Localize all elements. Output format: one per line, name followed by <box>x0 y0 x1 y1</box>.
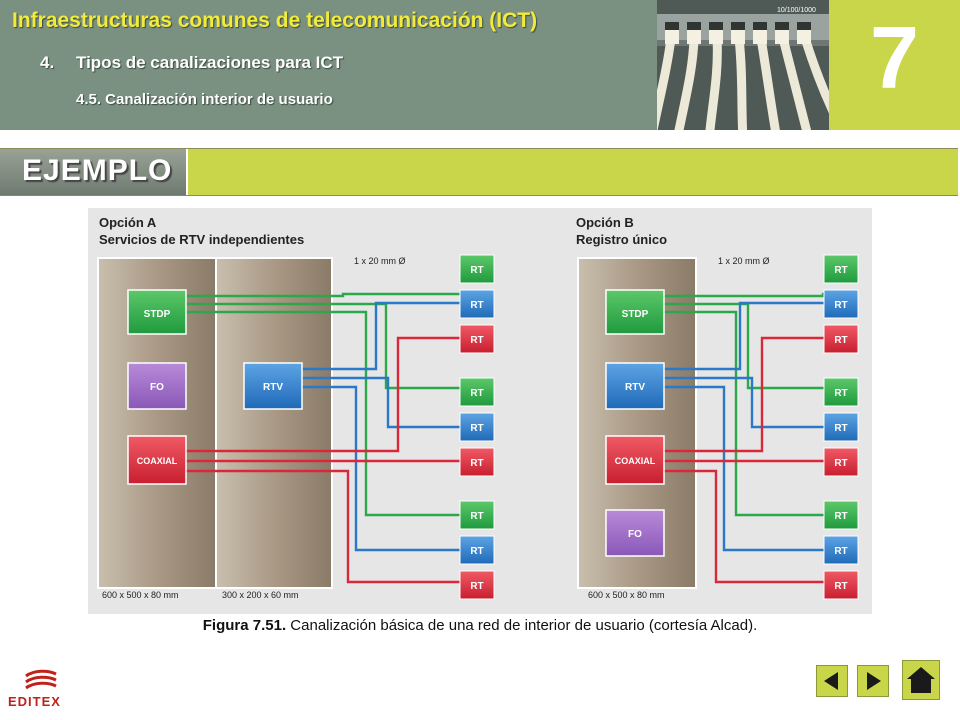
rt-b-4-label: RT <box>834 388 847 399</box>
rt-b-8 <box>823 535 859 565</box>
register-a-right <box>215 257 333 589</box>
chapter-number: 7 <box>870 8 919 107</box>
rt-b-7-label: RT <box>834 511 847 522</box>
option-b-subtitle: Registro único <box>576 232 667 247</box>
figure-caption: Figura 7.51. Canalización básica de una … <box>0 617 960 634</box>
rt-b-8-label: RT <box>834 546 847 557</box>
stdp-box-b <box>605 289 665 335</box>
stdp-label-b: STDP <box>622 309 649 320</box>
rt-a-9-label: RT <box>470 581 483 592</box>
option-b-conduit-label: 1 x 20 mm Ø <box>718 256 770 266</box>
home-icon <box>907 667 935 693</box>
page-title: Infraestructuras comunes de telecomunica… <box>12 9 538 32</box>
rt-b-2-label: RT <box>834 300 847 311</box>
rt-a-4 <box>459 377 495 407</box>
rt-a-2 <box>459 289 495 319</box>
rt-b-9 <box>823 570 859 600</box>
rt-a-8 <box>459 535 495 565</box>
rt-a-3-label: RT <box>470 335 483 346</box>
rt-a-9 <box>459 570 495 600</box>
rtv-label-a: RTV <box>263 382 283 393</box>
rt-a-8-label: RT <box>470 546 483 557</box>
fo-label-a: FO <box>150 382 164 393</box>
rt-b-1 <box>823 254 859 284</box>
example-tag: EJEMPLO <box>0 149 188 195</box>
fo-box-b <box>605 509 665 557</box>
caption-text: Canalización básica de una red de interi… <box>290 617 758 634</box>
rt-a-3 <box>459 324 495 354</box>
logo-text: EDITEX <box>8 694 61 709</box>
rt-b-1-label: RT <box>834 265 847 276</box>
coaxial-label-a: COAXIAL <box>137 456 178 466</box>
example-label: EJEMPLO <box>22 154 173 187</box>
coaxial-label-b: COAXIAL <box>615 456 656 466</box>
next-button[interactable] <box>857 665 889 697</box>
rt-b-3-label: RT <box>834 335 847 346</box>
rt-a-1-label: RT <box>470 265 483 276</box>
option-b-wiring <box>664 292 825 584</box>
option-a-dim-right: 300 x 200 x 60 mm <box>222 590 299 600</box>
rt-b-7 <box>823 500 859 530</box>
arrow-left-icon <box>824 672 838 690</box>
arrow-right-icon <box>867 672 881 690</box>
rt-a-1 <box>459 254 495 284</box>
chapter-badge: 7 <box>829 0 960 130</box>
rtv-box-a <box>243 362 303 410</box>
rt-a-7-label: RT <box>470 511 483 522</box>
option-a-dim-left: 600 x 500 x 80 mm <box>102 590 179 600</box>
rt-a-5 <box>459 412 495 442</box>
rt-a-5-label: RT <box>470 423 483 434</box>
rt-column-b <box>823 254 859 600</box>
rt-b-6-label: RT <box>834 458 847 469</box>
subsection-heading: 4.5. Canalización interior de usuario <box>76 91 333 108</box>
option-a-subtitle: Servicios de RTV independientes <box>99 232 304 247</box>
option-b-title: Opción B <box>576 215 634 230</box>
port-speed-label: 10/100/1000 <box>777 7 816 14</box>
previous-button[interactable] <box>816 665 848 697</box>
rt-a-7 <box>459 500 495 530</box>
caption-label: Figura 7.51. <box>202 617 287 634</box>
rt-b-4 <box>823 377 859 407</box>
example-banner: EJEMPLO <box>0 148 958 196</box>
fo-box-a <box>127 362 187 410</box>
section-heading: 4. Tipos de canalizaciones para ICT <box>40 53 343 73</box>
option-a-title: Opción A <box>99 215 157 230</box>
header-bar: Infraestructuras comunes de telecomunica… <box>0 0 960 130</box>
ethernet-cables-photo: 10/100/1000 <box>657 0 829 130</box>
figure-diagram: Opción A Servicios de RTV independientes… <box>88 208 872 614</box>
rt-b-5 <box>823 412 859 442</box>
section-number: 4. <box>40 53 55 72</box>
section-title: Tipos de canalizaciones para ICT <box>76 53 344 72</box>
home-button[interactable] <box>902 660 940 700</box>
option-a-conduit-label: 1 x 20 mm Ø <box>354 256 406 266</box>
fo-label-b: FO <box>628 529 642 540</box>
rt-b-9-label: RT <box>834 581 847 592</box>
option-a-wiring <box>186 292 460 584</box>
rt-a-6-label: RT <box>470 458 483 469</box>
rtv-box-b <box>605 362 665 410</box>
rt-b-5-label: RT <box>834 423 847 434</box>
coaxial-box-a <box>127 435 187 485</box>
rtv-label-b: RTV <box>625 382 645 393</box>
stdp-box-a <box>127 289 187 335</box>
rt-b-3 <box>823 324 859 354</box>
rt-column-a <box>459 254 495 600</box>
rt-a-4-label: RT <box>470 388 483 399</box>
rt-b-2 <box>823 289 859 319</box>
stdp-label-a: STDP <box>144 309 171 320</box>
coaxial-box-b <box>605 435 665 485</box>
editex-logo: EDITEX <box>8 668 74 712</box>
rt-a-2-label: RT <box>470 300 483 311</box>
rt-a-6 <box>459 447 495 477</box>
rt-b-6 <box>823 447 859 477</box>
option-b-dim: 600 x 500 x 80 mm <box>588 590 665 600</box>
